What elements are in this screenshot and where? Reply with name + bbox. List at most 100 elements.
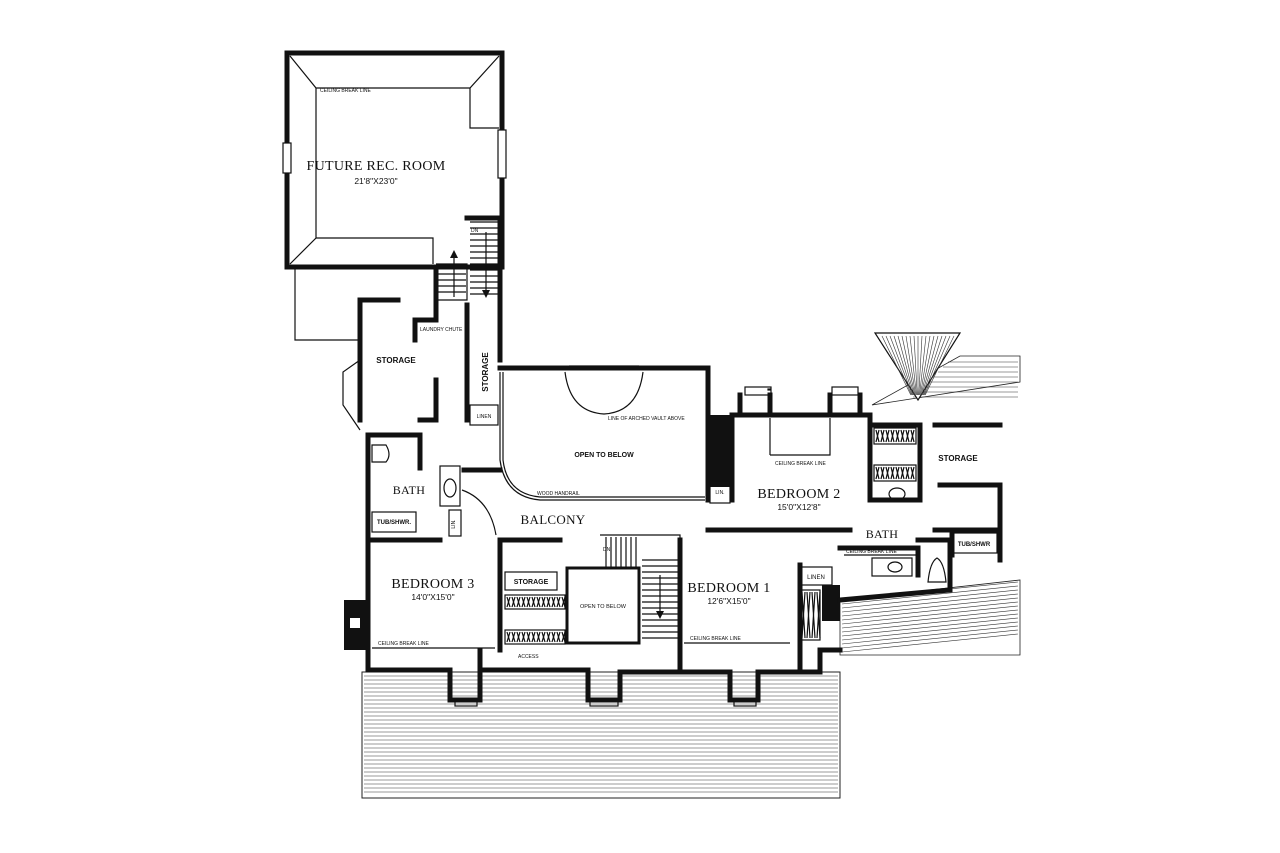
bedroom-1-name: BEDROOM 1 [687,581,770,596]
closet-shelf [873,464,917,482]
line-stroke [811,591,816,639]
ceiling-break-bed1-label: CEILING BREAK LINE [690,636,742,642]
bath-left: BATH TUB/SHWR. LIN. [365,432,503,543]
line-stroke [881,335,912,396]
bedroom-3-dims: 14'0"X15'0" [411,592,454,602]
line-stroke [551,596,556,608]
bedroom-2-name: BEDROOM 2 [757,487,840,502]
arched-vault-label: LINE OF ARCHED VAULT ABOVE [608,416,685,422]
line-stroke [536,631,541,643]
ceiling-break-label: CEILING BREAK LINE [320,88,372,94]
line-stroke [885,335,912,396]
line-stroke [890,466,895,480]
line-stroke [841,633,1019,653]
line-stroke [561,596,566,608]
linen-top-label: LINEN [477,414,492,420]
line-stroke [511,631,516,643]
left-wing: LAUNDRY CHUTE STORAGE STORAGE LINEN [357,215,503,426]
line-stroke [880,466,885,480]
line-stroke [918,335,923,396]
line-stroke [920,335,931,396]
tub-shower-right-label: TUB/SHWR [958,542,991,548]
line-stroke [841,597,1019,617]
linen-right-label: LINEN [807,575,825,581]
storage-left-label: STORAGE [376,356,416,365]
line-stroke [801,591,806,639]
open-to-below-main-label: OPEN TO BELOW [574,452,634,459]
line-stroke [920,335,935,396]
line-stroke [516,631,521,643]
line-stroke [913,335,918,396]
line-stroke [551,631,556,643]
line-stroke [890,429,895,443]
dormer-hatch [873,332,962,402]
line-stroke [900,466,905,480]
line-stroke [526,631,531,643]
line-stroke [919,335,927,396]
line-stroke [905,466,910,480]
line-stroke [875,429,880,443]
storage-vertical-label: STORAGE [481,352,490,392]
line-stroke [841,585,1019,605]
line-stroke [546,631,551,643]
line-stroke [526,596,531,608]
line-stroke [885,429,890,443]
line-stroke [511,596,516,608]
line-stroke [841,601,1019,621]
line-stroke [924,335,951,396]
line-stroke [536,596,541,608]
line-stroke [531,631,536,643]
laundry-chute-label: LAUNDRY CHUTE [420,327,463,333]
open-to-below-main: LINE OF ARCHED VAULT ABOVE OPEN TO BELOW… [497,365,732,504]
storage-right-label: STORAGE [938,454,978,463]
bedroom-1: CEILING BREAK LINE BEDROOM 1 12'6"X15'0"… [677,527,853,707]
line-stroke [806,591,811,639]
line-stroke [841,629,1019,649]
ceiling-break-bed2-label: CEILING BREAK LINE [775,461,827,467]
line-stroke [885,466,890,480]
line-stroke [895,466,900,480]
left-eave-lines [294,267,361,431]
bath-right-label: BATH [866,527,899,541]
line-stroke [909,335,917,396]
bedroom-2: CEILING BREAK LINE BEDROOM 2 15'0"X12'8"… [729,386,1003,563]
stair-top: DN [436,215,503,301]
bedroom-1-dims: 12'6"X15'0" [707,596,750,606]
dn-label-top: DN [471,228,479,234]
dn-label-center: DN [603,547,611,553]
rec-room-name: FUTURE REC. ROOM [307,159,446,174]
line-stroke [880,429,885,443]
bedroom-3: CEILING BREAK LINE BEDROOM 3 14'0"X15'0" [344,537,683,707]
stair-center: OPEN TO BELOW DN STORAGE ACCESS [497,534,681,660]
line-stroke [905,429,910,443]
line-stroke [521,631,526,643]
bath-left-label: BATH [393,483,426,497]
line-stroke [841,593,1019,613]
line-stroke [541,596,546,608]
future-rec-room: CEILING BREAK LINE FUTURE REC. ROOM 21'8… [282,50,507,270]
line-stroke [905,335,916,396]
line-stroke [521,596,526,608]
wood-handrail-label: WOOD HANDRAIL [537,491,580,497]
line-stroke [506,631,511,643]
line-stroke [561,631,566,643]
line-stroke [841,605,1019,625]
line-stroke [531,596,536,608]
line-stroke [901,335,916,396]
line-stroke [841,617,1019,637]
ceiling-break-bed3-label: CEILING BREAK LINE [378,641,430,647]
closet-shelf [873,427,917,445]
lin-left-label: LIN. [451,519,457,528]
line-stroke [556,631,561,643]
access-label: ACCESS [518,654,539,660]
line-stroke [841,625,1019,645]
line-stroke [841,609,1019,629]
bedroom-2-dims: 15'0"X12'8" [777,502,820,512]
bath-right: BATH TUB/SHWR CEILING BREAK LINE [837,487,1003,603]
line-stroke [841,613,1019,633]
closet-shelf [504,629,566,645]
line-stroke [816,591,821,639]
roof-hatching-bottom [361,671,841,799]
closet-shelf [799,589,821,641]
line-stroke [900,429,905,443]
